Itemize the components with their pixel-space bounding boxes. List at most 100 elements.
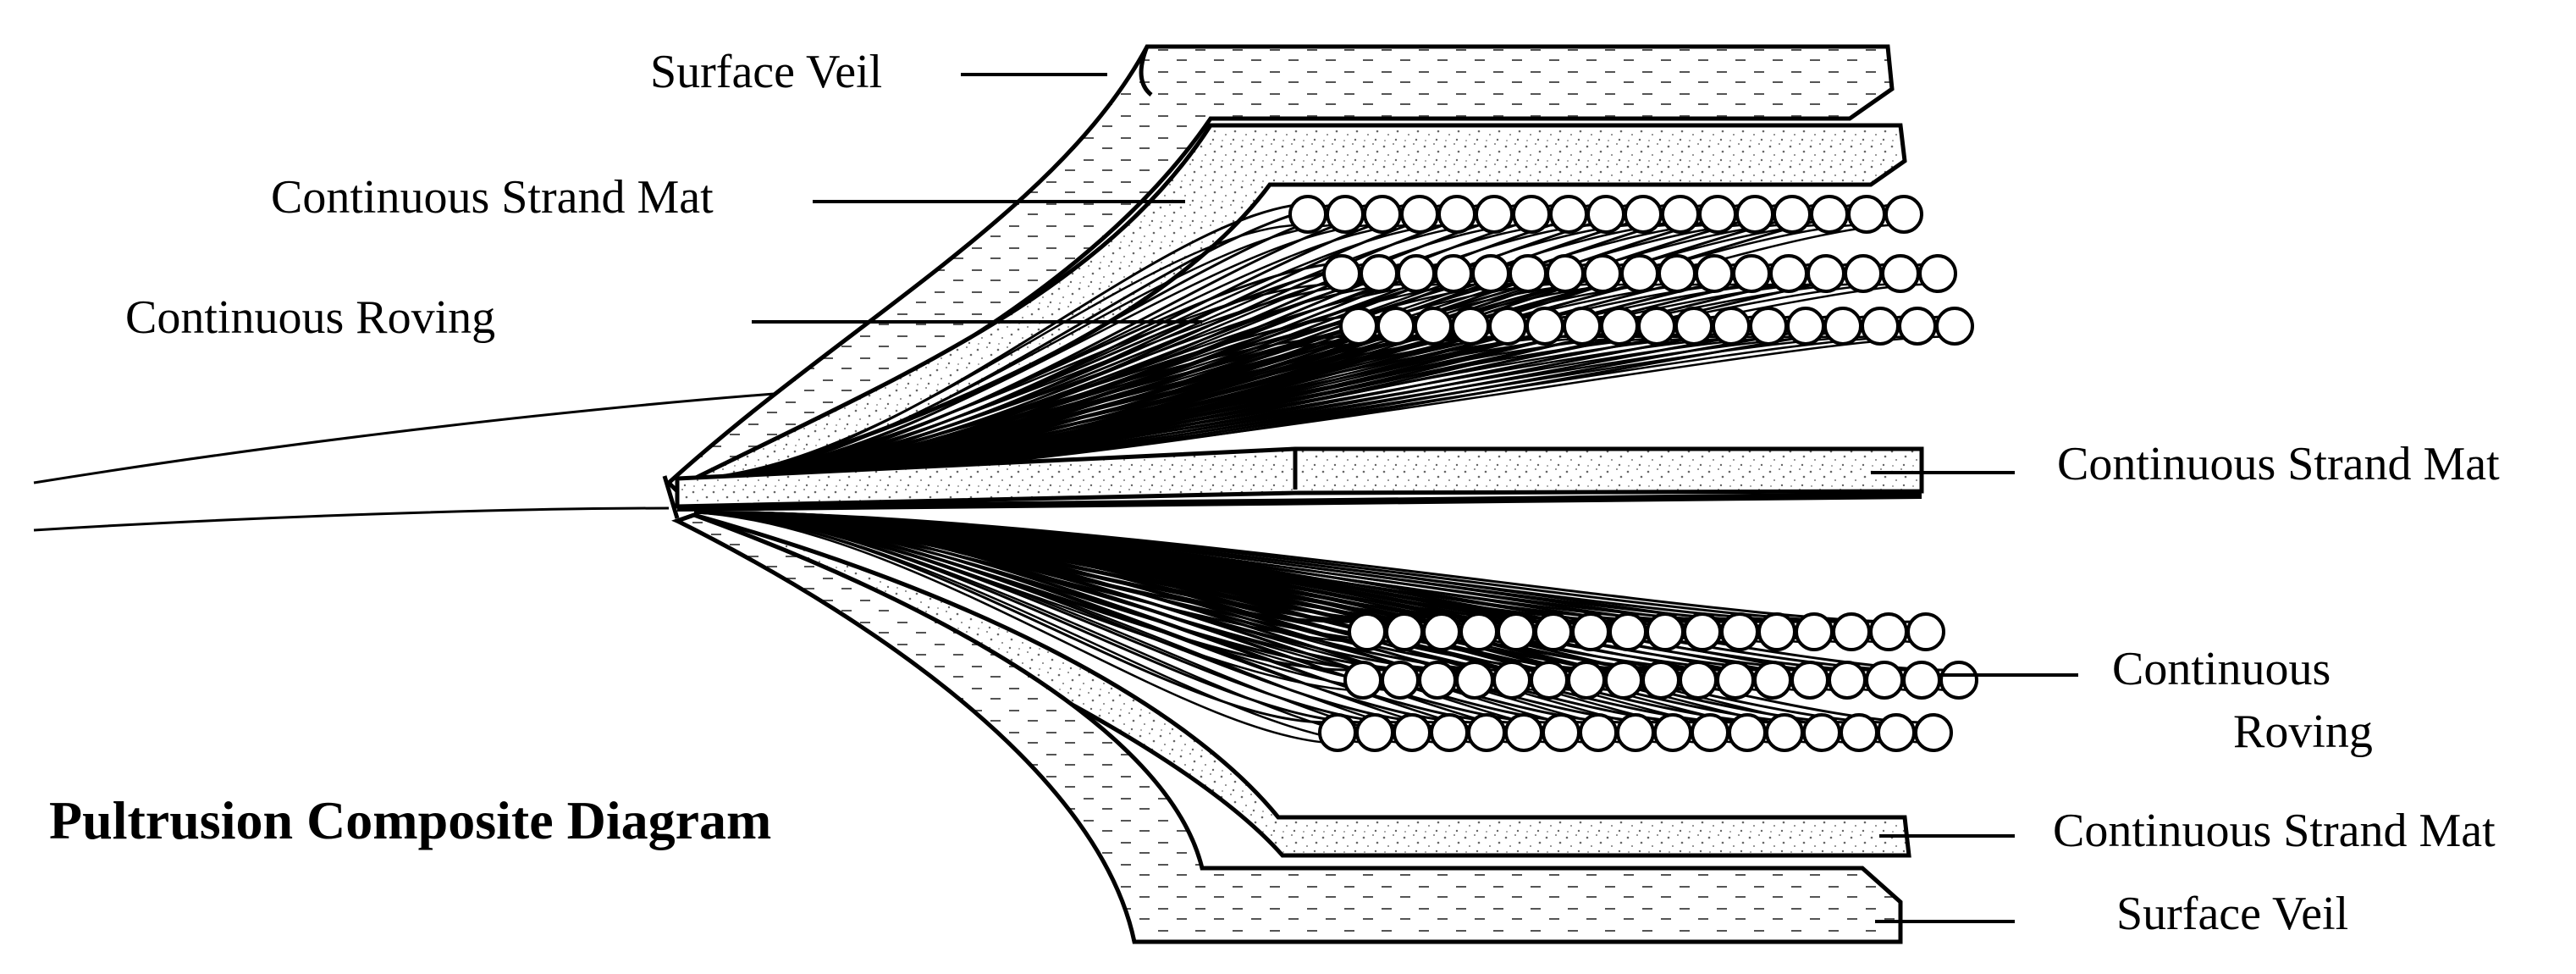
roving-strand-end: [1939, 661, 1978, 700]
roving-strand-end: [1658, 254, 1696, 293]
roving-strand-end: [1567, 661, 1606, 700]
roving-strand-end: [1422, 612, 1461, 651]
label-strand-mat-bottom: Continuous Strand Mat: [2053, 805, 2496, 857]
roving-strand-end: [1363, 195, 1402, 234]
roving-strand-end: [1847, 195, 1886, 234]
roving-strand-end: [1355, 713, 1394, 752]
roving-strand-end: [1773, 195, 1812, 234]
roving-strand-end: [1608, 612, 1647, 651]
roving-strand-end: [1786, 307, 1825, 346]
roving-strand-end: [1906, 612, 1945, 651]
roving-strand-end: [1698, 195, 1737, 234]
roving-strand-end: [1757, 612, 1796, 651]
roving-strand-end: [1504, 713, 1543, 752]
roving-strand-end: [1400, 195, 1439, 234]
roving-strand-end: [1326, 195, 1365, 234]
roving-strand-end: [1318, 713, 1357, 752]
roving-strand-end: [1475, 195, 1514, 234]
roving-strand-end: [1393, 713, 1431, 752]
roving-strand-end: [1695, 254, 1734, 293]
roving-strand-end: [1542, 713, 1580, 752]
roving-strand-end: [1571, 612, 1610, 651]
roving-strand-end: [1753, 661, 1792, 700]
roving-strand-end: [1679, 661, 1718, 700]
roving-strand-end: [1637, 307, 1676, 346]
roving-strand-end: [1530, 661, 1569, 700]
roving-strand-end: [1641, 661, 1680, 700]
roving-strand-end: [1546, 254, 1585, 293]
label-roving-bottom-line2: Roving: [2233, 706, 2373, 758]
roving-strand-end: [1525, 307, 1564, 346]
roving-strand-end: [1497, 612, 1536, 651]
roving-strand-end: [1459, 612, 1498, 651]
roving-strand-end: [1414, 307, 1453, 346]
roving-strand-end: [1467, 713, 1506, 752]
roving-strand-end: [1471, 254, 1510, 293]
roving-strand-end: [1769, 254, 1808, 293]
roving-strand-end: [1488, 307, 1527, 346]
roving-strand-end: [1914, 713, 1953, 752]
roving-strand-end: [1434, 254, 1473, 293]
roving-strand-end: [1716, 661, 1755, 700]
roving-strand-end: [1732, 254, 1771, 293]
roving-strand-end: [1683, 612, 1722, 651]
roving-strand-end: [1861, 307, 1900, 346]
roving-strand-end: [1865, 661, 1904, 700]
roving-strand-end: [1492, 661, 1531, 700]
roving-strand-end: [1898, 307, 1937, 346]
roving-strand-end: [1884, 195, 1923, 234]
roving-strand-end: [1674, 307, 1713, 346]
roving-strand-end: [1451, 307, 1490, 346]
converging-die: [33, 390, 809, 532]
roving-strand-end: [1343, 661, 1382, 700]
roving-strand-end: [1339, 307, 1378, 346]
roving-bundle-bottom: [1318, 612, 1978, 752]
roving-strand-end: [1918, 254, 1957, 293]
roving-strand-end: [1604, 661, 1643, 700]
diagram-title: Pultrusion Composite Diagram: [49, 790, 771, 850]
roving-strand-end: [1832, 612, 1871, 651]
roving-strand-end: [1790, 661, 1829, 700]
roving-strand-end: [1381, 661, 1420, 700]
roving-strand-end: [1691, 713, 1729, 752]
roving-bundle-top: [1288, 195, 1974, 346]
roving-strand-end: [1437, 195, 1476, 234]
roving-strand-end: [1563, 307, 1602, 346]
label-strand-mat-middle: Continuous Strand Mat: [2057, 438, 2500, 490]
roving-strand-end: [1869, 612, 1908, 651]
label-roving-top: Continuous Roving: [125, 291, 495, 344]
roving-strand-end: [1376, 307, 1415, 346]
roving-strand-end: [1549, 195, 1588, 234]
roving-strand-end: [1877, 713, 1916, 752]
roving-strand-end: [1728, 713, 1767, 752]
roving-strand-end: [1749, 307, 1788, 346]
roving-strand-end: [1935, 307, 1974, 346]
strand-mat-middle-layer: [675, 446, 1924, 512]
roving-strand-end: [1735, 195, 1774, 234]
roving-strand-end: [1828, 661, 1867, 700]
roving-strand-end: [1583, 254, 1622, 293]
roving-strand-end: [1661, 195, 1700, 234]
roving-strand-end: [1765, 713, 1804, 752]
label-surface-veil-top: Surface Veil: [650, 46, 882, 98]
leader-lines: [752, 73, 2078, 923]
roving-strand-end: [1418, 661, 1457, 700]
roving-strand-end: [1810, 195, 1849, 234]
label-strand-mat-top: Continuous Strand Mat: [271, 171, 714, 224]
roving-strand-end: [1322, 254, 1361, 293]
roving-strand-end: [1624, 195, 1663, 234]
roving-strand-end: [1844, 254, 1883, 293]
roving-strand-end: [1534, 612, 1573, 651]
roving-strand-end: [1653, 713, 1692, 752]
surface-veil-bottom-layer: [671, 512, 1903, 944]
roving-strand-end: [1360, 254, 1398, 293]
roving-strand-end: [1720, 612, 1759, 651]
roving-strand-end: [1288, 195, 1327, 234]
roving-strand-end: [1840, 713, 1878, 752]
roving-strand-end: [1348, 612, 1387, 651]
roving-strand-end: [1385, 612, 1424, 651]
roving-strand-end: [1620, 254, 1659, 293]
roving-strand-end: [1795, 612, 1834, 651]
roving-strand-end: [1712, 307, 1751, 346]
roving-strand-end: [1902, 661, 1941, 700]
